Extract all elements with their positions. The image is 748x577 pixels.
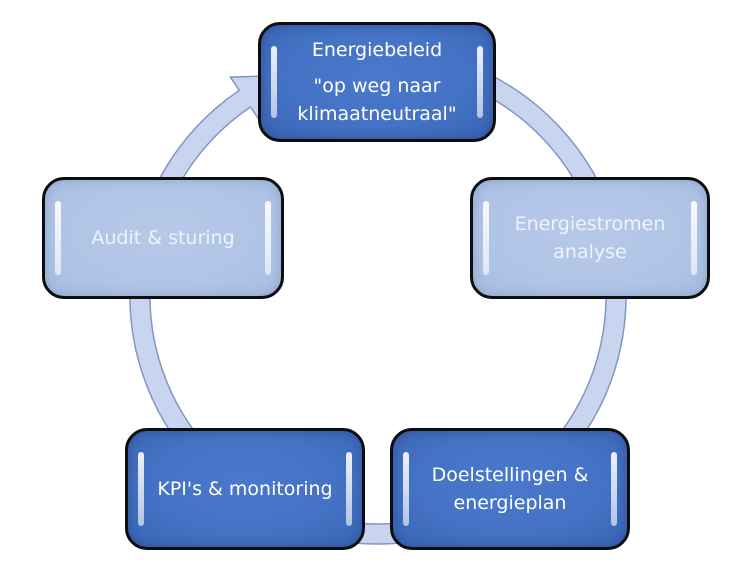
node-title: Audit & sturing bbox=[91, 227, 235, 249]
highlight-bar bbox=[403, 451, 409, 527]
node-energiebeleid: Energiebeleid "op weg naar klimaatneutra… bbox=[258, 22, 496, 142]
node-title: Energiestromen analyse bbox=[514, 213, 666, 263]
highlight-bar bbox=[271, 45, 277, 119]
highlight-bar bbox=[138, 451, 144, 527]
highlight-bar bbox=[55, 200, 61, 276]
node-audit-sturing: Audit & sturing bbox=[42, 177, 284, 299]
node-subtitle: "op weg naar klimaatneutraal" bbox=[297, 75, 457, 125]
highlight-bar bbox=[265, 200, 271, 276]
node-kpi-monitoring: KPI's & monitoring bbox=[125, 428, 365, 550]
node-title: KPI's & monitoring bbox=[157, 478, 333, 500]
node-doelstellingen: Doelstellingen & energieplan bbox=[390, 428, 630, 550]
highlight-bar bbox=[691, 200, 697, 276]
highlight-bar bbox=[483, 200, 489, 276]
node-title: Doelstellingen & energieplan bbox=[431, 464, 589, 514]
highlight-bar bbox=[611, 451, 617, 527]
highlight-bar bbox=[346, 451, 352, 527]
node-energiestromen-analyse: Energiestromen analyse bbox=[470, 177, 710, 299]
node-title: Energiebeleid bbox=[311, 39, 443, 61]
highlight-bar bbox=[477, 45, 483, 119]
